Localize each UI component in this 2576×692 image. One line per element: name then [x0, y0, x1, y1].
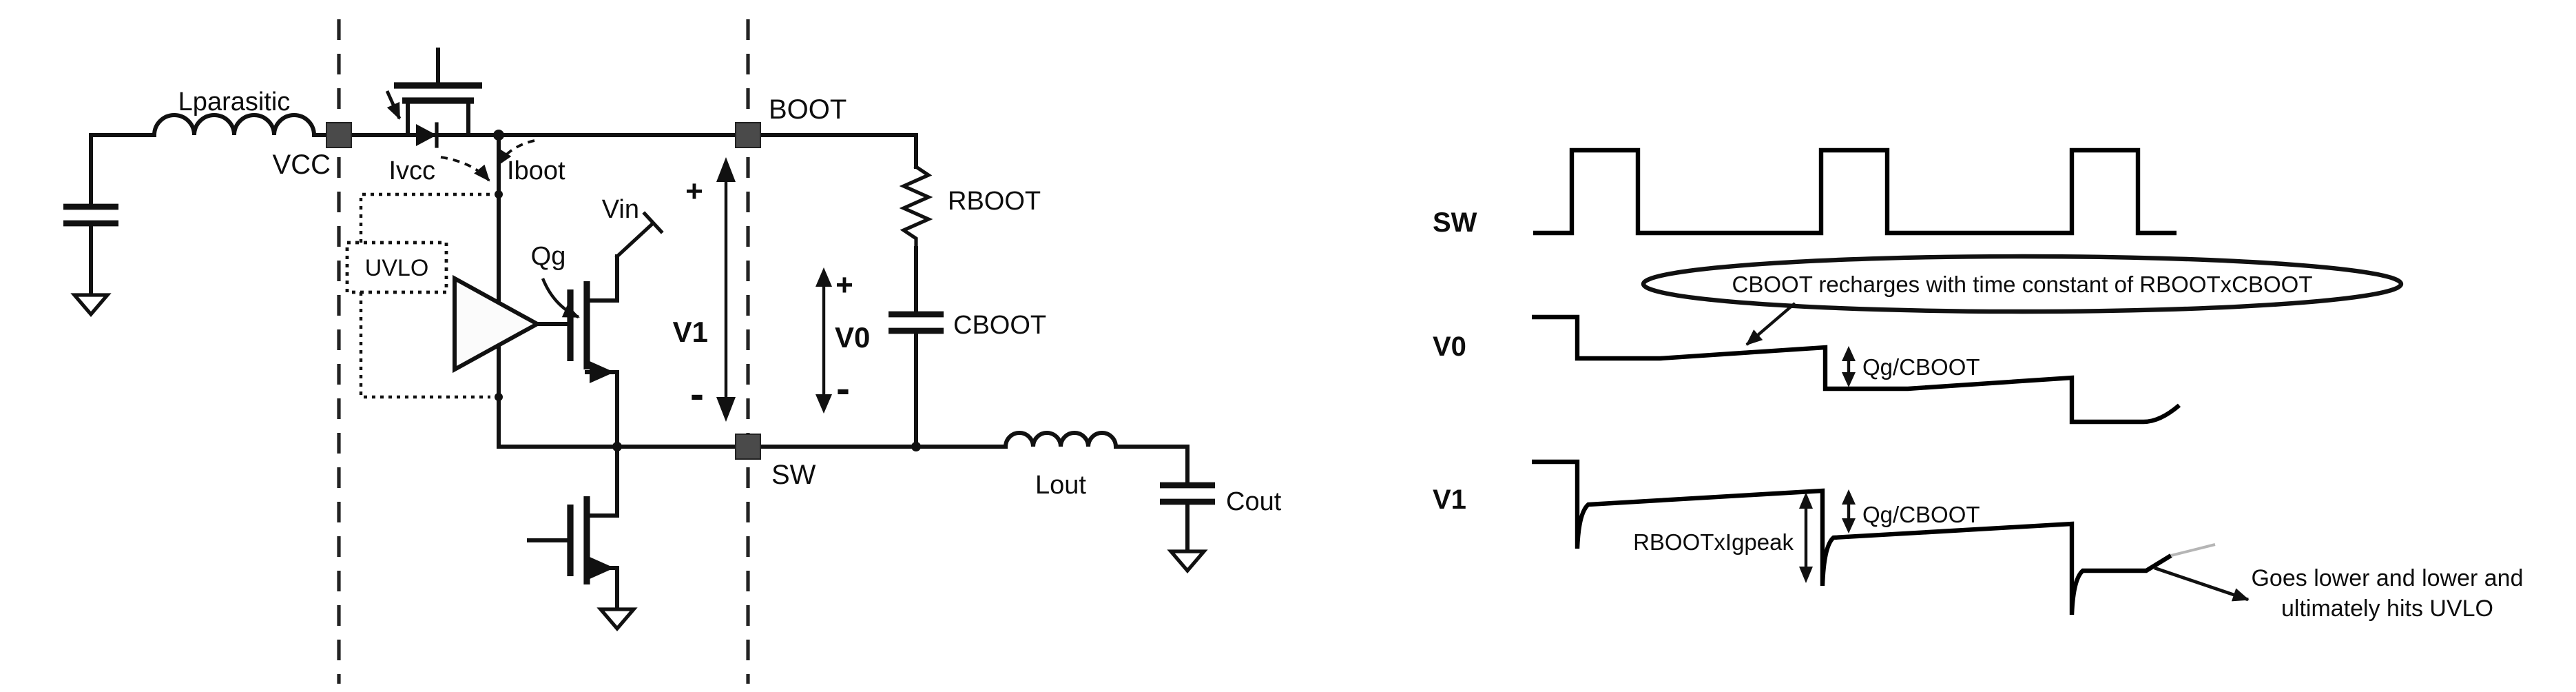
vcc-node-square: [326, 122, 352, 148]
v0-step-label: Qg/CBOOT: [1862, 354, 1980, 380]
circuit-schematic: Lparasitic VCC Ivcc Iboot UVLO Qg: [63, 19, 1282, 684]
ivcc-label: Ivcc: [388, 156, 435, 185]
v0-step-arrowhead-top: [1842, 346, 1856, 361]
uvlo-wire-bottom: [359, 292, 490, 399]
iboot-arrow: [496, 139, 535, 167]
uvlo-note-line1: Goes lower and lower and: [2251, 565, 2523, 591]
vcc-label: VCC: [273, 150, 331, 180]
uvlo-note-line2: ultimately hits UVLO: [2281, 596, 2493, 622]
v1-dip-arrowhead-top: [1799, 492, 1813, 509]
waveform-plot: SW CBOOT recharges with time constant of…: [1433, 147, 2524, 622]
cout-leads: [1114, 445, 1190, 553]
cboot-plates: [889, 311, 944, 334]
v1-arrowhead-top: [716, 157, 736, 182]
v0-minus-sign: -: [836, 365, 850, 411]
cboot-recharge-arrow: [1745, 302, 1796, 346]
vin-switch-blade: [614, 221, 656, 259]
cboot-recharge-ellipse: [1641, 254, 2404, 314]
v1-dip-arrowhead-bottom: [1799, 567, 1813, 583]
iboot-label: Iboot: [507, 156, 565, 185]
v1-step-label: Qg/CBOOT: [1862, 502, 1980, 527]
lout-label: Lout: [1035, 471, 1086, 500]
cout-label: Cout: [1226, 487, 1282, 516]
pmos-body-arrow: [385, 90, 402, 120]
lout-inductor: [1003, 431, 1119, 449]
sw-node-square: [735, 434, 761, 460]
lparasitic-inductor: [152, 113, 317, 138]
v1-plus-sign: +: [685, 174, 703, 208]
ivcc-arrow: [440, 156, 490, 182]
cboot-recharge-note: CBOOT recharges with time constant of RB…: [1732, 272, 2313, 297]
v1-step-arrowhead-bottom: [1842, 518, 1856, 533]
vin-switch-tick: [642, 211, 664, 234]
v0-name: V0: [835, 321, 870, 354]
sw-node-label: SW: [771, 460, 816, 490]
hsfet-source-arrow: [590, 361, 614, 383]
uvlo-note-arrow: [2154, 566, 2250, 602]
v0-arrowhead-top: [816, 267, 832, 287]
v1-trace-faint-tail: [2170, 543, 2216, 557]
boot-label: BOOT: [769, 94, 846, 125]
hsfet-drain: [585, 254, 619, 303]
input-cap-plates: [63, 203, 118, 227]
v1-trace-label: V1: [1433, 485, 1466, 515]
v0-trace: [1532, 314, 2181, 425]
hsfet-source: [585, 370, 619, 449]
pmos-legs: [406, 99, 470, 137]
v0-plus-sign: +: [835, 268, 853, 302]
rboot-resistor: [899, 164, 933, 250]
uvlo-wire-top: [359, 192, 490, 243]
ground-symbol-lsfet: [596, 607, 638, 631]
boot-node-square: [735, 122, 761, 148]
v1-dip-label: RBOOTxIgpeak: [1633, 529, 1794, 555]
qg-label: Qg: [531, 242, 566, 271]
sw-trace-label: SW: [1433, 207, 1477, 238]
uvlo-label: UVLO: [365, 255, 429, 281]
uvlo-tap-dot: [495, 190, 503, 199]
gate-driver-triangle: [453, 274, 542, 374]
v1-arrowhead-bottom: [716, 397, 736, 422]
v0-arrowhead-bottom: [816, 394, 832, 414]
lparasitic-label: Lparasitic: [178, 88, 291, 116]
lsfet-drain: [585, 445, 619, 518]
v1-step-arrowhead-top: [1842, 489, 1856, 505]
ground-symbol-cout: [1167, 549, 1208, 573]
uvlo-lower-tap-dot: [495, 393, 503, 401]
v1-trace: [1532, 459, 2172, 615]
lsfet-source-arrow: [590, 557, 614, 579]
cboot-label: CBOOT: [953, 311, 1046, 340]
v0-trace-label: V0: [1433, 332, 1466, 362]
boot-diode-triangle: [416, 124, 437, 146]
v1-minus-sign: -: [690, 371, 704, 417]
v1-name: V1: [673, 316, 708, 348]
v0-step-arrowhead-bottom: [1842, 372, 1856, 387]
rboot-label: RBOOT: [948, 187, 1041, 216]
qg-arrow: [541, 278, 580, 319]
vin-label: Vin: [602, 195, 639, 224]
sw-trace: [1533, 147, 2177, 236]
cout-plates: [1160, 482, 1215, 505]
ground-symbol-input: [70, 293, 112, 317]
uvlo-box: [345, 241, 448, 294]
